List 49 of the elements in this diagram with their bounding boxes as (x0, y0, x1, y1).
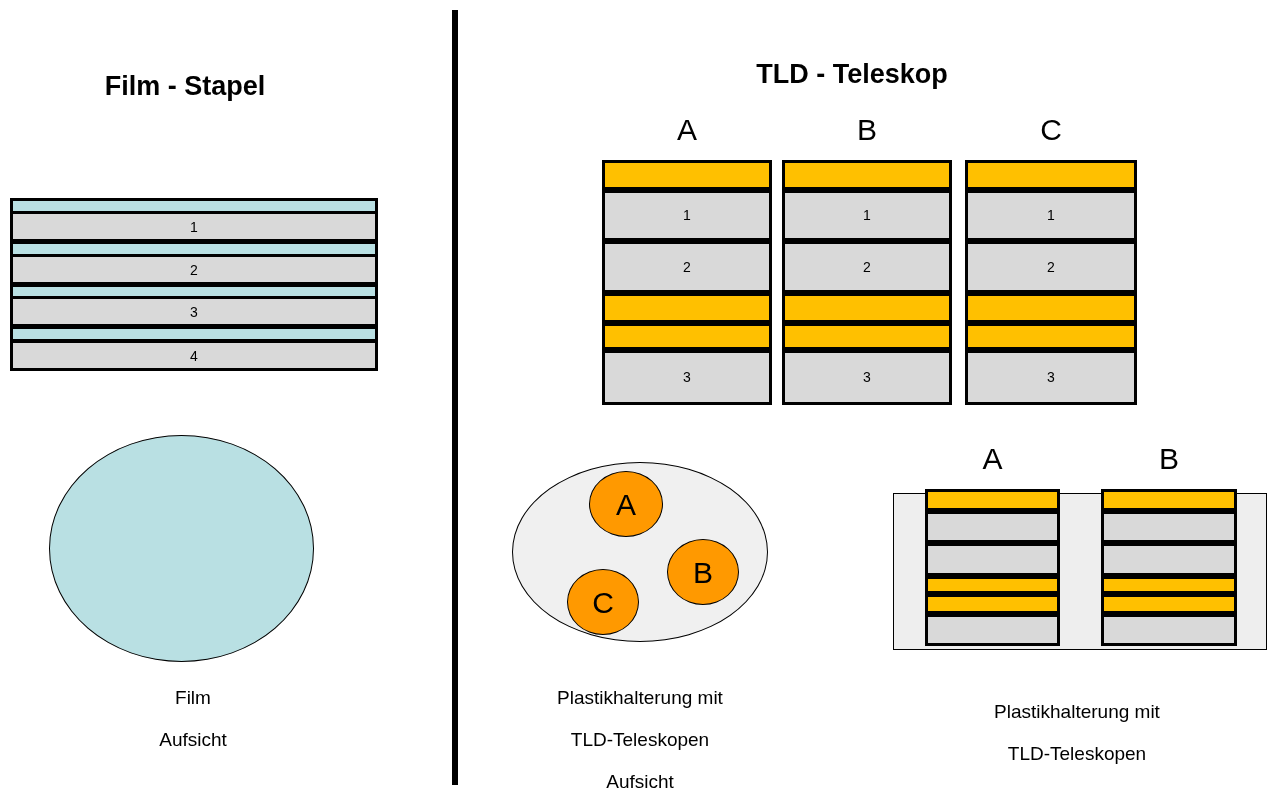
tld-chip (1101, 511, 1237, 543)
node-label: Aufsicht (159, 728, 227, 752)
spacer-layer (782, 323, 952, 350)
tld-chip: 3 (782, 350, 952, 405)
tld-chip: 3 (965, 350, 1137, 405)
spacer-layer (602, 160, 772, 190)
spacer-layer (782, 293, 952, 323)
heading: TLD - Teleskop (755, 58, 949, 91)
tld-slot: A (589, 471, 663, 537)
tld-chip: 2 (965, 241, 1137, 293)
column-label: A (981, 441, 1004, 477)
spacer-layer (965, 293, 1137, 323)
tld-chip: 1 (602, 190, 772, 241)
column-label: B (1158, 441, 1180, 477)
spacer-layer (965, 160, 1137, 190)
tld-chip (1101, 614, 1237, 646)
column-label: C (1039, 112, 1063, 148)
tld-chip (925, 511, 1060, 543)
tld-slot: B (667, 539, 739, 605)
tld-chip (925, 543, 1060, 576)
column-label: B (856, 112, 878, 148)
film-layer: 3 (10, 296, 378, 327)
film-layer: 2 (10, 254, 378, 285)
tld-slot: C (567, 569, 639, 635)
film-layer: 4 (10, 340, 378, 371)
tld-chip: 2 (602, 241, 772, 293)
tld-chip: 3 (602, 350, 772, 405)
spacer-layer (602, 293, 772, 323)
tld-chip (1101, 543, 1237, 576)
heading: Film - Stapel (103, 70, 267, 103)
spacer-layer (1101, 576, 1237, 594)
spacer-layer (965, 323, 1137, 350)
node-label: Aufsicht (606, 770, 674, 794)
tld-chip: 2 (782, 241, 952, 293)
node-label: Plastikhalterung mit TLD-Teleskopen (556, 686, 724, 752)
film-layer: 1 (10, 211, 378, 242)
spacer-layer (925, 489, 1060, 511)
tld-chip (925, 614, 1060, 646)
spacer-layer (925, 594, 1060, 614)
node-label: Film (175, 686, 211, 710)
spacer-layer (602, 323, 772, 350)
spacer-layer (1101, 489, 1237, 511)
node-label: Plastikhalterung mit TLD-Teleskopen (993, 700, 1161, 766)
spacer-layer (1101, 594, 1237, 614)
spacer-layer (925, 576, 1060, 594)
tld-chip: 1 (782, 190, 952, 241)
tld-chip: 1 (965, 190, 1137, 241)
column-label: A (676, 112, 698, 148)
spacer-layer (782, 160, 952, 190)
